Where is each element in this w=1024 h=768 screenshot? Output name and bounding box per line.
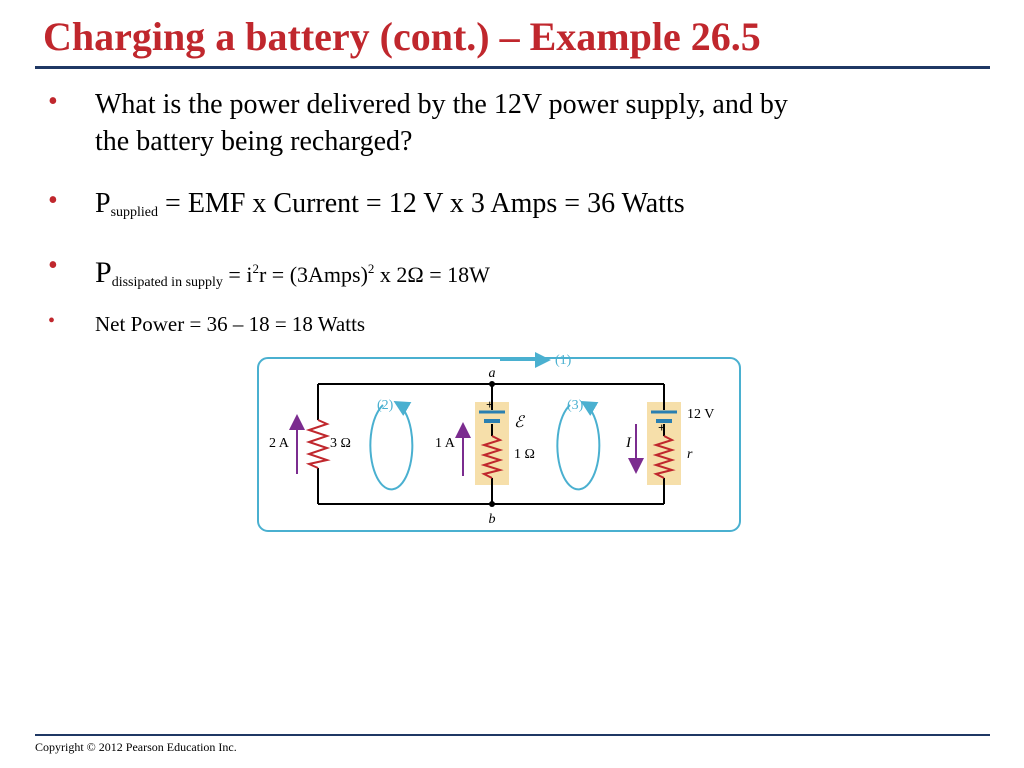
left-resistor-label: 3 Ω [330, 436, 351, 451]
power-subscript: supplied [110, 205, 159, 220]
power-symbol: P [95, 256, 112, 289]
bullet-power-dissipated: Pdissipated in supply = i2r = (3Amps)2 x… [95, 250, 490, 301]
circuit-diagram: a b (1) (2) (3) 2 A 3 Ω 1 A ℰ 1 Ω I 12 V… [255, 348, 741, 533]
node-a-label: a [489, 366, 496, 381]
equation-part: = i [222, 262, 253, 287]
superscript: 2 [252, 261, 259, 276]
power-symbol: P [95, 188, 111, 219]
loop-3-label: (3) [567, 398, 584, 413]
left-current-label: 2 A [269, 436, 290, 451]
mid-current-label: 1 A [435, 436, 456, 451]
right-emf-label: 12 V [687, 407, 714, 422]
equation-part: = (3Amps) [266, 262, 368, 287]
bullet-marker: • [48, 250, 58, 281]
right-current-label: I [625, 435, 632, 451]
plus-sign: + [486, 397, 493, 412]
plus-sign: + [658, 420, 665, 435]
circuit-svg: a b (1) (2) (3) 2 A 3 Ω 1 A ℰ 1 Ω I 12 V… [257, 352, 741, 532]
bullet-marker: • [48, 86, 58, 117]
loop-1-label: (1) [555, 353, 572, 368]
copyright-text: Copyright © 2012 Pearson Education Inc. [35, 740, 237, 754]
bullet-question: What is the power delivered by the 12V p… [95, 86, 788, 160]
loop-3-arrow [556, 400, 601, 491]
power-subscript: dissipated in supply [111, 275, 223, 290]
node-a-dot [489, 381, 495, 387]
diagram-frame [257, 357, 741, 532]
bullet-question-line1: What is the power delivered by the 12V p… [95, 89, 788, 120]
footer-divider [35, 734, 990, 736]
mid-emf-label: ℰ [514, 414, 526, 431]
node-b-dot [489, 501, 495, 507]
bullet-net-power: Net Power = 36 – 18 = 18 Watts [95, 312, 366, 336]
superscript: 2 [367, 261, 375, 276]
resistor-1ohm [480, 435, 504, 479]
equation-part: x 2Ω = 18W [374, 262, 490, 287]
resistor-3ohm [305, 419, 331, 469]
node-b-label: b [489, 512, 496, 527]
loop-2-arrow [369, 400, 414, 491]
title-divider [35, 66, 990, 69]
resistor-r [652, 435, 676, 479]
bullet-marker: • [48, 185, 58, 216]
mid-resistor-label: 1 Ω [514, 447, 535, 462]
bullet-power-supplied: Psupplied = EMF x Current = 12 V x 3 Amp… [95, 185, 685, 231]
bullet-marker: • [48, 310, 56, 332]
equation-part: r [258, 262, 267, 287]
power-equation: = EMF x Current = 12 V x 3 Amps = 36 Wat… [158, 188, 685, 219]
bullet-question-line2: the battery being recharged? [95, 126, 413, 157]
loop-2-label: (2) [377, 398, 394, 413]
slide-title: Charging a battery (cont.) – Example 26.… [43, 14, 761, 59]
right-resistor-label: r [687, 447, 693, 462]
